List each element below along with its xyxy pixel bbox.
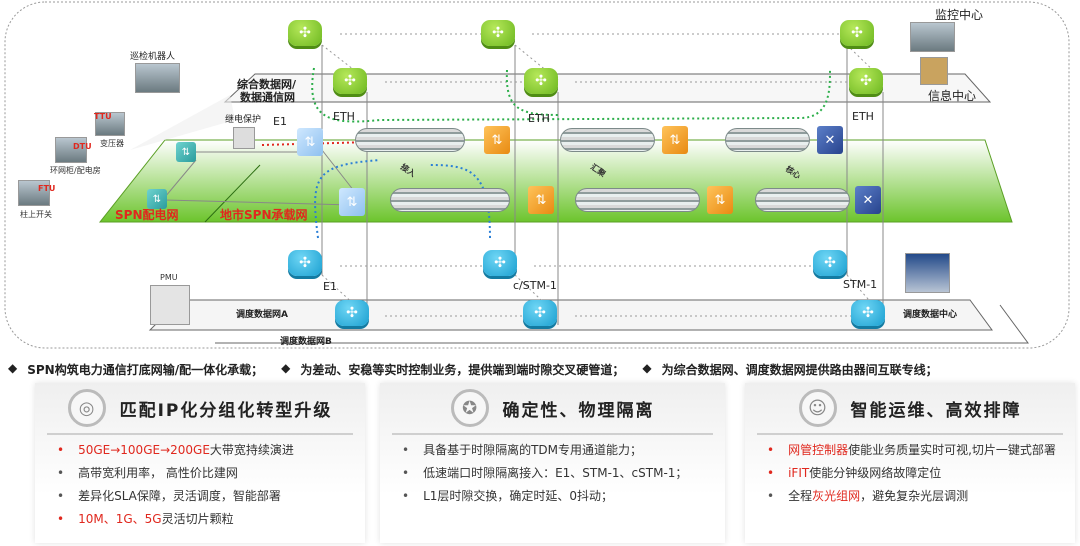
monitoring-center-image bbox=[910, 22, 955, 52]
diamond-icon: ◆ bbox=[642, 361, 652, 375]
fiber-tube bbox=[725, 128, 810, 152]
brain-head-icon: ☺ bbox=[798, 389, 837, 427]
data-comm-network-label: 数据通信网 bbox=[240, 91, 295, 104]
spn-switch-icon: ⇅ bbox=[707, 186, 733, 214]
transformer-label: 变压器 bbox=[100, 139, 124, 148]
integrated-network-plane bbox=[223, 73, 992, 103]
info-center-image bbox=[920, 57, 948, 85]
eth-label: ETH bbox=[852, 110, 874, 123]
card-item: 全程灰光组网，避免复杂光层调测 bbox=[767, 489, 1061, 504]
fiber-tube bbox=[755, 188, 850, 212]
integrated-network-label: 综合数据网/ bbox=[237, 78, 297, 91]
spn-distribution-label: SPN配电网 bbox=[115, 208, 179, 222]
e1-service-path bbox=[314, 159, 381, 239]
summary-bullet: 为差动、安稳等实时控制业务，提供端到端时隙交叉硬管道； bbox=[300, 363, 625, 377]
outer-boundary bbox=[4, 1, 1070, 349]
monitoring-center-label: 监控中心 bbox=[935, 8, 984, 22]
card-ip-transformation: ◎ 匹配IP化分组化转型升级 50GE→100GE→200GE大带宽持续演进 高带… bbox=[35, 383, 365, 543]
pole-switch-label: 柱上开关 bbox=[20, 210, 52, 219]
e1-label: E1 bbox=[323, 280, 337, 293]
distribution-switch-icon: ⇅ bbox=[176, 142, 196, 162]
diamond-icon: ◆ bbox=[281, 361, 291, 375]
certificate-icon: ✪ bbox=[450, 389, 489, 427]
card-intelligent-om: ☺ 智能运维、高效排障 网管控制器使能业务质量实时可视,切片一键式部署 iFIT使… bbox=[745, 383, 1075, 543]
router-icon: ✣ bbox=[840, 20, 874, 46]
card-item: 网管控制器使能业务质量实时可视,切片一键式部署 bbox=[767, 443, 1061, 458]
router-icon: ✣ bbox=[335, 300, 369, 326]
distribution-switch-icon: ⇅ bbox=[147, 189, 167, 209]
card-item: 高带宽利用率， 高性价比建网 bbox=[57, 466, 351, 481]
e1-label: E1 bbox=[273, 115, 287, 128]
fiber-tube bbox=[355, 128, 465, 152]
spn-switch-icon: ⇅ bbox=[339, 188, 365, 216]
spn-network-diagram: ✣ ✣ ✣ ✣ ✣ ✣ ✣ ✣ ✣ ✣ ✣ ✣ ⇅ ⇅ ⇅ ✕ ⇅ ⇅ ⇅ ✕ … bbox=[4, 1, 1070, 349]
summary-bullet: SPN构筑电力通信打底网输/配一体化承载； bbox=[27, 363, 264, 377]
globe-icon: ◎ bbox=[67, 389, 106, 427]
router-icon: ✣ bbox=[288, 20, 322, 46]
router-icon: ✣ bbox=[483, 250, 517, 276]
ring-cabinet-image bbox=[55, 137, 87, 163]
spn-core-switch-icon: ✕ bbox=[855, 186, 881, 214]
card-title: 智能运维、高效排障 bbox=[850, 400, 1022, 421]
card-item: 具备基于时隙隔离的TDM专用通道能力； bbox=[402, 443, 711, 458]
diamond-icon: ◆ bbox=[8, 361, 18, 375]
ttu-label: TTU bbox=[94, 112, 112, 121]
router-icon: ✣ bbox=[288, 250, 322, 276]
router-icon: ✣ bbox=[333, 68, 367, 94]
router-icon: ✣ bbox=[481, 20, 515, 46]
card-title: 匹配IP化分组化转型升级 bbox=[119, 400, 333, 421]
dtu-label: DTU bbox=[73, 142, 92, 151]
plane-divider bbox=[204, 164, 261, 223]
eth-label: ETH bbox=[528, 112, 550, 125]
router-icon: ✣ bbox=[813, 250, 847, 276]
fiber-tube bbox=[390, 188, 510, 212]
card-title: 确定性、物理隔离 bbox=[502, 400, 655, 421]
card-item: 低速端口时隙隔离接入：E1、STM-1、cSTM-1； bbox=[402, 466, 711, 481]
transformer-image bbox=[95, 112, 125, 136]
eth-label: ETH bbox=[333, 110, 355, 123]
relay-protection-device bbox=[233, 127, 255, 149]
patrol-robot-image bbox=[135, 63, 180, 93]
pmu-label: PMU bbox=[160, 273, 178, 282]
ftu-label: FTU bbox=[38, 184, 56, 193]
summary-bullets: ◆ SPN构筑电力通信打底网输/配一体化承载； ◆ 为差动、安稳等实时控制业务，提供… bbox=[8, 361, 1078, 378]
router-icon: ✣ bbox=[523, 300, 557, 326]
router-icon: ✣ bbox=[849, 68, 883, 94]
dispatch-center-label: 调度数据中心 bbox=[903, 310, 958, 320]
stm1-label: STM-1 bbox=[843, 278, 878, 291]
spn-switch-icon: ⇅ bbox=[484, 126, 510, 154]
patrol-robot-label: 巡检机器人 bbox=[130, 52, 176, 62]
spn-core-switch-icon: ✕ bbox=[817, 126, 843, 154]
spn-switch-icon: ⇅ bbox=[297, 128, 323, 156]
fiber-tube bbox=[560, 128, 655, 152]
card-item: 差异化SLA保障，灵活调度，智能部署 bbox=[57, 489, 351, 504]
card-item: L1层时隙交换，确定时延、0抖动； bbox=[402, 489, 711, 504]
dispatch-b-label: 调度数据网B bbox=[280, 337, 332, 347]
summary-bullet: 为综合数据网、调度数据网提供路由器间互联专线； bbox=[661, 363, 938, 377]
card-item: iFIT使能分钟级网络故障定位 bbox=[767, 466, 1061, 481]
c-stm1-label: c/STM-1 bbox=[513, 279, 557, 292]
dispatch-plane-b bbox=[215, 304, 1029, 344]
ring-cabinet-label: 环网柜/配电房 bbox=[50, 166, 101, 175]
spn-switch-icon: ⇅ bbox=[662, 126, 688, 154]
dispatch-a-label: 调度数据网A bbox=[236, 310, 288, 320]
router-icon: ✣ bbox=[851, 300, 885, 326]
info-center-label: 信息中心 bbox=[928, 89, 977, 103]
pmu-image bbox=[150, 285, 190, 325]
fiber-tube bbox=[575, 188, 700, 212]
pole-switch-image bbox=[18, 180, 50, 206]
spn-switch-icon: ⇅ bbox=[528, 186, 554, 214]
card-item: 10M、1G、5G灵活切片颗粒 bbox=[57, 512, 351, 527]
router-icon: ✣ bbox=[524, 68, 558, 94]
card-determinism-isolation: ✪ 确定性、物理隔离 具备基于时隙隔离的TDM专用通道能力； 低速端口时隙隔离接入… bbox=[380, 383, 725, 543]
dispatch-center-image bbox=[905, 253, 950, 293]
card-item: 50GE→100GE→200GE大带宽持续演进 bbox=[57, 443, 351, 458]
relay-protection-label: 继电保护 bbox=[225, 115, 262, 125]
city-spn-label: 地市SPN承载网 bbox=[220, 208, 308, 222]
